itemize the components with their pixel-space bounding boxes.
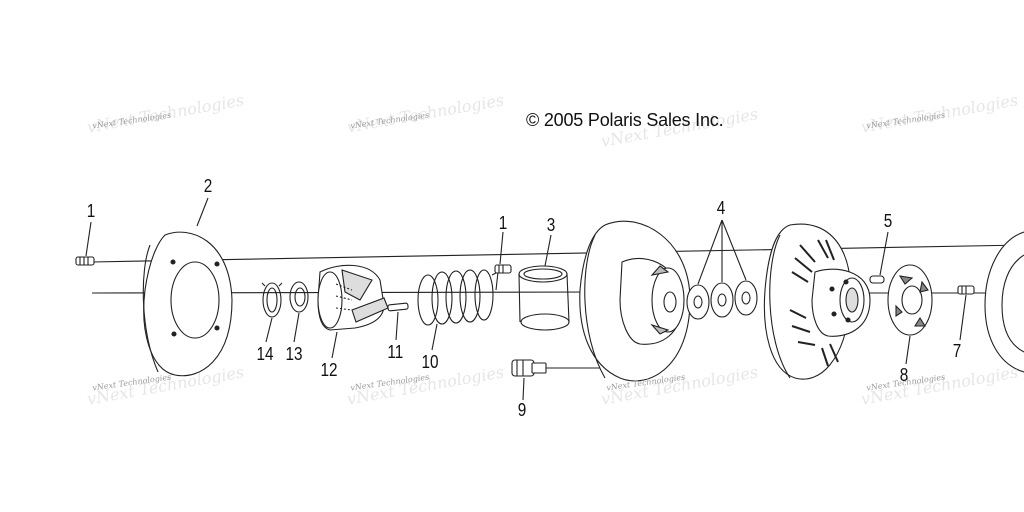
snap-ring [261, 282, 283, 318]
leader-10 [431, 323, 438, 351]
fixed-sheave [763, 223, 871, 380]
bolt-right [957, 285, 975, 295]
washers [686, 280, 758, 320]
callout-1: 1 [498, 213, 508, 233]
bolt-left [75, 256, 95, 266]
shoulder-bolt [511, 359, 547, 377]
callout-2: 2 [203, 176, 213, 196]
callout-1: 1 [86, 201, 96, 221]
callout-11: 11 [387, 342, 404, 362]
washer-13 [289, 281, 309, 313]
helix-cam [317, 264, 389, 331]
leader-5 [879, 231, 889, 276]
callout-12: 12 [320, 360, 338, 380]
leader-14 [265, 317, 273, 343]
callout-14: 14 [256, 344, 274, 364]
leader-12 [331, 331, 338, 359]
axis-line-upper [91, 244, 1024, 263]
leader-4 [697, 219, 747, 285]
leader-11 [395, 311, 399, 341]
key-pin [387, 302, 409, 312]
leader-13 [293, 312, 300, 343]
cover-plate [142, 231, 233, 377]
copyright-notice: © 2005 Polaris Sales Inc. [526, 110, 724, 130]
leader-1a [85, 221, 92, 257]
callout-7: 7 [952, 341, 962, 361]
spider-plate [887, 264, 933, 336]
callout-4: 4 [716, 198, 726, 218]
next-sheave-partial [984, 231, 1024, 373]
callout-10: 10 [421, 352, 439, 372]
leader-8 [905, 335, 911, 365]
leader-3 [544, 234, 552, 267]
leader-2 [196, 197, 209, 227]
callout-13: 13 [285, 344, 303, 364]
moveable-sheave [579, 220, 691, 382]
leader-1b [499, 231, 504, 265]
bushing [518, 265, 570, 331]
spring [417, 269, 499, 326]
roller-pin [869, 275, 885, 284]
leader-9 [522, 377, 525, 401]
bolt-middle [494, 264, 512, 274]
callout-8: 8 [899, 365, 909, 385]
leader-7 [959, 294, 967, 341]
callout-9: 9 [517, 400, 527, 420]
callout-5: 5 [883, 211, 893, 231]
callout-3: 3 [546, 215, 556, 235]
